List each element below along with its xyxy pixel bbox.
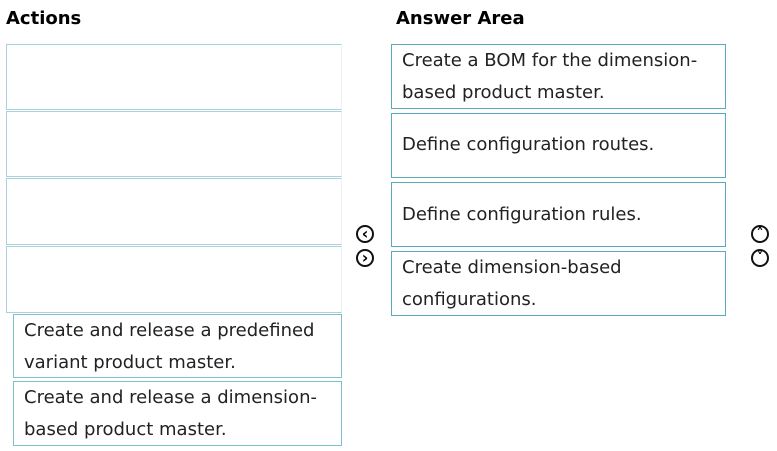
answer-item[interactable]: Define configuration routes.: [391, 113, 726, 178]
move-left-button[interactable]: ‹: [356, 225, 374, 243]
empty-slot[interactable]: [6, 246, 342, 313]
answer-item[interactable]: Define configuration rules.: [391, 182, 726, 247]
empty-slot[interactable]: [6, 44, 342, 110]
answer-area-heading: Answer Area: [396, 8, 525, 29]
actions-heading: Actions: [6, 8, 82, 29]
answer-item[interactable]: Create a BOM for the dimension-based pro…: [391, 44, 726, 109]
empty-slot[interactable]: [6, 111, 342, 177]
move-right-button[interactable]: ›: [356, 249, 374, 267]
chevron-left-icon: ‹: [361, 224, 369, 243]
chevron-up-icon: ˄: [756, 226, 764, 242]
empty-slot[interactable]: [6, 178, 342, 245]
action-item[interactable]: Create and release a dimension-based pro…: [13, 381, 342, 446]
action-item[interactable]: Create and release a predefined variant …: [13, 314, 342, 378]
chevron-right-icon: ›: [361, 248, 369, 267]
answer-item[interactable]: Create dimension-based configurations.: [391, 251, 726, 316]
chevron-down-icon: ˅: [756, 250, 764, 266]
move-up-button[interactable]: ˄: [751, 225, 769, 243]
move-down-button[interactable]: ˅: [751, 249, 769, 267]
